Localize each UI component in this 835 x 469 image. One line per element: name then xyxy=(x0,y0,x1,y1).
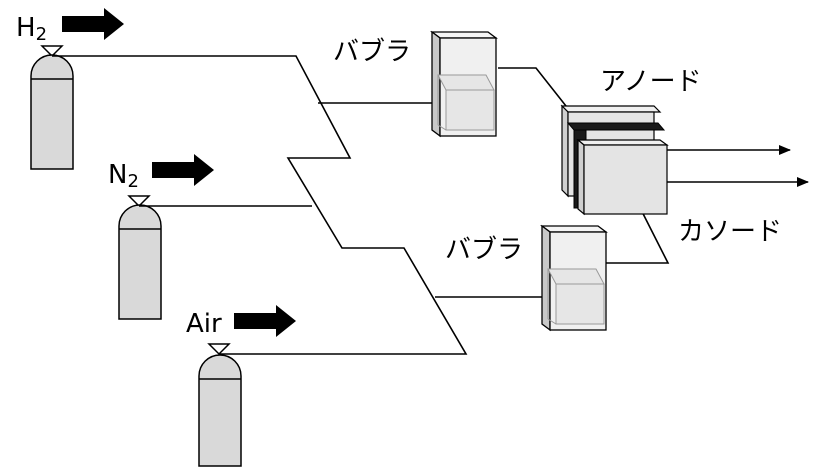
anode-supply-pipe xyxy=(498,67,567,107)
n2-cylinder xyxy=(118,195,162,320)
air-flow-arrow-icon xyxy=(234,305,296,337)
bottom-bubbler xyxy=(540,224,608,332)
h2-cylinder xyxy=(30,45,74,170)
top-bubbler xyxy=(430,30,498,138)
anode-label: アノード xyxy=(600,67,702,97)
h2-pipe xyxy=(52,55,468,355)
air-cylinder xyxy=(198,343,242,467)
n2-flow-arrow-icon xyxy=(152,154,214,186)
air-label: Air xyxy=(186,309,222,339)
n2-label: N2 xyxy=(108,160,139,192)
bottom-bubbler-label: バブラ xyxy=(445,235,523,265)
h2-flow-arrow-icon xyxy=(62,8,124,40)
h2-label: H2 xyxy=(16,13,47,45)
top-bubbler-label: バブラ xyxy=(333,37,411,67)
cathode-label: カソード xyxy=(678,217,782,247)
fuel-cell-stack xyxy=(560,104,669,216)
